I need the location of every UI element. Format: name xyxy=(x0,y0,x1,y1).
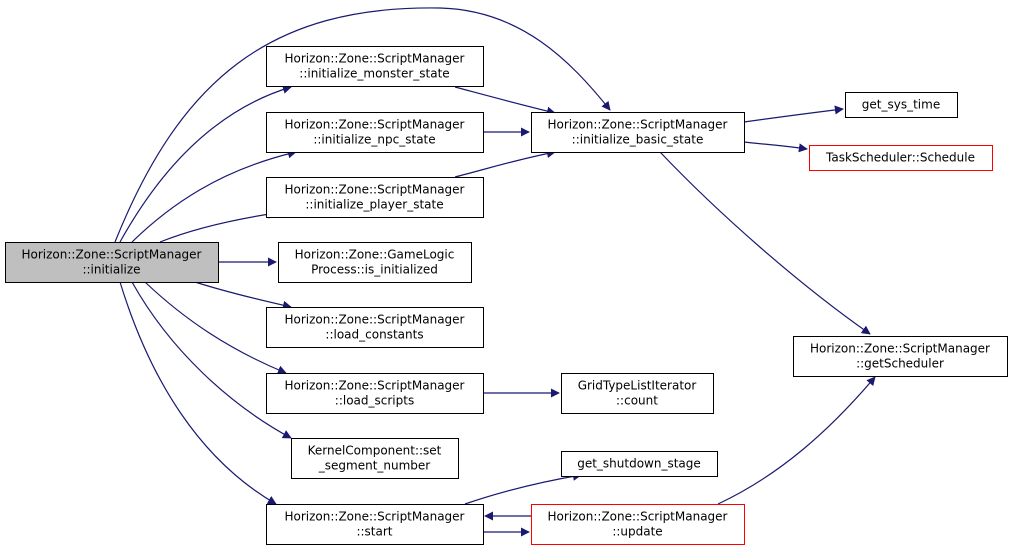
node-label-line: Horizon::Zone::ScriptManager xyxy=(547,510,727,524)
edge-basic-to-systime xyxy=(743,105,844,123)
node-label-line: Horizon::Zone::ScriptManager xyxy=(284,313,464,327)
node-box xyxy=(278,242,472,283)
node-label-line: ::initialize_monster_state xyxy=(299,67,449,81)
node-label-line: Horizon::Zone::ScriptManager xyxy=(21,248,201,262)
edge-arrow xyxy=(464,471,582,505)
node-box xyxy=(531,504,745,545)
node-box xyxy=(561,451,718,477)
edge-update-to-getscheduler xyxy=(717,376,876,505)
node-label-line: ::initialize xyxy=(82,263,140,277)
node-label-line: ::initialize_player_state xyxy=(305,198,443,212)
edge-arrow xyxy=(659,151,871,335)
node-box xyxy=(793,336,1008,377)
node-update[interactable]: Horizon::Zone::ScriptManager::update xyxy=(531,504,745,545)
node-gamelogic[interactable]: Horizon::Zone::GameLogicProcess::is_init… xyxy=(278,242,472,283)
node-label-line: TaskScheduler::Schedule xyxy=(825,151,975,165)
node-start[interactable]: Horizon::Zone::ScriptManager::start xyxy=(266,504,484,545)
edge-basic-to-getscheduler xyxy=(659,151,871,335)
node-label-line: ::initialize_npc_state xyxy=(313,133,435,147)
node-label-line: Horizon::Zone::ScriptManager xyxy=(284,379,464,393)
node-label-line: Horizon::Zone::ScriptManager xyxy=(284,510,464,524)
node-kernel[interactable]: KernelComponent::set_segment_number xyxy=(291,438,459,479)
edge-arrow xyxy=(743,105,844,123)
node-label-line: ::initialize_basic_state xyxy=(572,133,704,147)
node-box xyxy=(266,177,484,218)
edge-arrow xyxy=(131,281,292,439)
node-box xyxy=(531,112,745,153)
node-label-line: KernelComponent::set xyxy=(308,444,442,458)
node-label-line: GridTypeListIterator xyxy=(578,379,697,393)
edge-start-to-shutdown xyxy=(464,471,582,505)
edge-arrow xyxy=(119,85,292,243)
node-monster[interactable]: Horizon::Zone::ScriptManager::initialize… xyxy=(266,46,484,87)
node-label-line: get_shutdown_stage xyxy=(577,457,701,471)
node-getscheduler[interactable]: Horizon::Zone::ScriptManager::getSchedul… xyxy=(793,336,1008,377)
edges-layer xyxy=(114,7,876,537)
edge-root-to-scripts xyxy=(144,281,287,375)
edge-root-to-kernel xyxy=(131,281,292,439)
node-label-line: _segment_number xyxy=(318,459,431,473)
node-label-line: ::count xyxy=(616,394,658,408)
node-label-line: ::update xyxy=(612,525,662,539)
node-count[interactable]: GridTypeListIterator::count xyxy=(561,373,714,414)
node-box xyxy=(266,373,484,414)
edge-arrow xyxy=(717,376,876,505)
node-box xyxy=(266,307,484,348)
edge-player-to-basic xyxy=(454,149,556,178)
node-label-line: ::load_scripts xyxy=(335,394,414,408)
node-box xyxy=(561,373,714,414)
node-systime[interactable]: get_sys_time xyxy=(845,92,958,118)
edge-arrow xyxy=(454,86,556,116)
node-box xyxy=(291,438,459,479)
edge-root-to-player xyxy=(159,209,277,243)
edge-arrow xyxy=(119,281,277,505)
edge-arrow xyxy=(114,7,611,243)
edge-root-to-monster xyxy=(119,85,292,243)
node-npc[interactable]: Horizon::Zone::ScriptManager::initialize… xyxy=(266,112,484,153)
node-shutdown[interactable]: get_shutdown_stage xyxy=(561,451,718,477)
node-label-line: Horizon::Zone::ScriptManager xyxy=(547,118,727,132)
node-label-line: Process::is_initialized xyxy=(311,263,438,277)
node-box xyxy=(266,46,484,87)
edge-arrow xyxy=(144,281,287,375)
node-box xyxy=(845,92,958,118)
node-constants[interactable]: Horizon::Zone::ScriptManager::load_const… xyxy=(266,307,484,348)
node-label-line: ::getScheduler xyxy=(856,357,944,371)
edge-arrow xyxy=(743,141,808,153)
node-box xyxy=(809,145,993,171)
edge-root-to-basic xyxy=(114,7,611,243)
node-player[interactable]: Horizon::Zone::ScriptManager::initialize… xyxy=(266,177,484,218)
edge-arrow xyxy=(454,149,556,178)
node-scripts[interactable]: Horizon::Zone::ScriptManager::load_scrip… xyxy=(266,373,484,414)
edge-arrow xyxy=(194,281,292,310)
node-root[interactable]: Horizon::Zone::ScriptManager::initialize xyxy=(5,242,219,283)
edge-arrow xyxy=(131,149,297,243)
node-label-line: Horizon::Zone::GameLogic xyxy=(295,248,455,262)
node-box xyxy=(5,242,219,283)
node-label-line: Horizon::Zone::ScriptManager xyxy=(284,183,464,197)
node-label-line: Horizon::Zone::ScriptManager xyxy=(284,52,464,66)
node-box xyxy=(266,504,484,545)
edge-basic-to-schedule xyxy=(743,141,808,153)
node-label-line: Horizon::Zone::ScriptManager xyxy=(284,118,464,132)
edge-monster-to-basic xyxy=(454,86,556,116)
node-box xyxy=(266,112,484,153)
nodes-layer: Horizon::Zone::ScriptManager::initialize… xyxy=(5,46,1008,545)
node-basic[interactable]: Horizon::Zone::ScriptManager::initialize… xyxy=(531,112,745,153)
edge-root-to-npc xyxy=(131,149,297,243)
node-label-line: get_sys_time xyxy=(862,98,940,112)
node-schedule[interactable]: TaskScheduler::Schedule xyxy=(809,145,993,171)
node-label-line: Horizon::Zone::ScriptManager xyxy=(810,342,990,356)
node-label-line: ::start xyxy=(356,525,392,539)
edge-root-to-constants xyxy=(194,281,292,310)
edge-arrow xyxy=(159,209,277,243)
edge-root-to-start xyxy=(119,281,277,505)
node-label-line: ::load_constants xyxy=(325,328,423,342)
